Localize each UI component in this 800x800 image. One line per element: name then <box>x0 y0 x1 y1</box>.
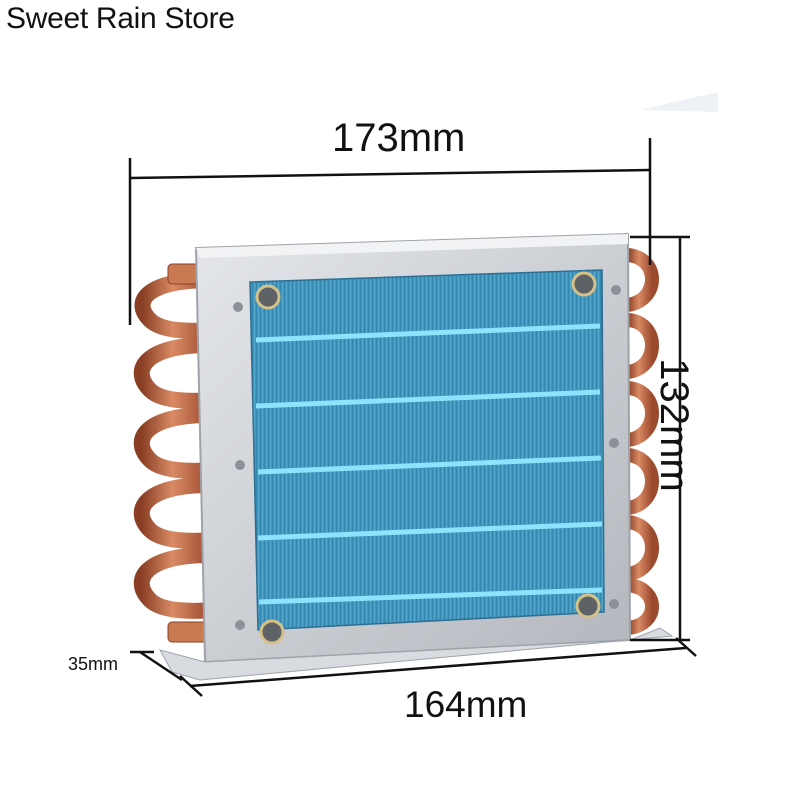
mounting-holes <box>233 271 621 645</box>
dimension-lines <box>128 138 697 697</box>
store-name: Sweet Rain Store <box>6 2 235 35</box>
bottom-width-right-tick <box>675 637 697 657</box>
bottom-width-line <box>189 646 687 688</box>
dimension-width-top: 173mm <box>332 116 466 160</box>
top-width-line <box>129 168 651 180</box>
right-copper-bends <box>626 248 659 635</box>
background-sheen <box>640 92 718 112</box>
frame-base <box>159 627 674 681</box>
tube-highlights <box>255 323 603 605</box>
dimension-width-bottom: 164mm <box>404 684 528 725</box>
dimension-height: 132mm <box>652 358 696 492</box>
bottom-width-left-tick <box>179 675 203 697</box>
dimension-depth: 35mm <box>68 654 119 674</box>
frame-top-edge <box>196 234 628 258</box>
fin-block <box>249 269 605 631</box>
depth-line <box>139 650 183 682</box>
